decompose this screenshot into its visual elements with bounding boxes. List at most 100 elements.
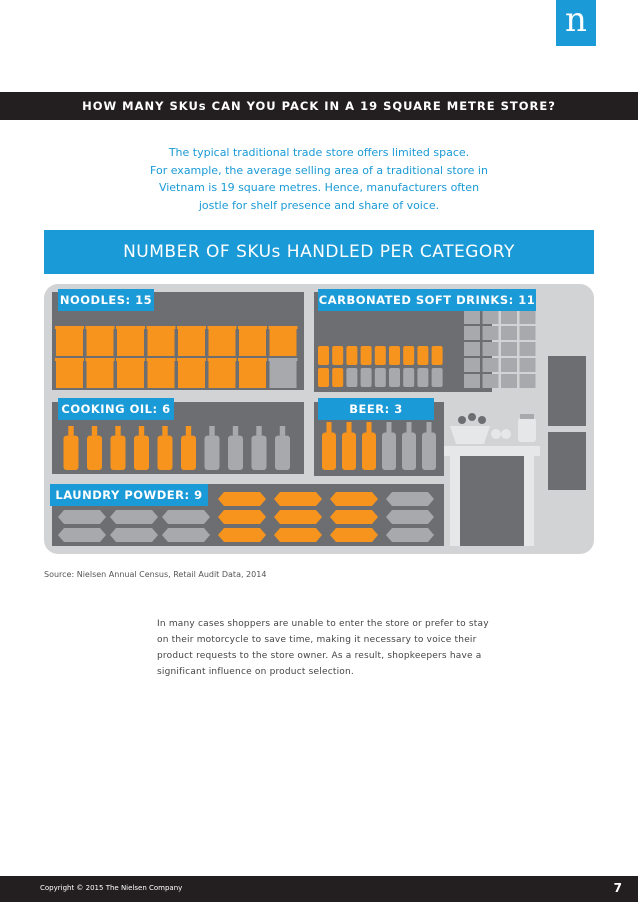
oil-bottle bbox=[87, 435, 102, 470]
intro-line: jostle for shelf presence and share of v… bbox=[198, 198, 440, 212]
crate bbox=[519, 326, 536, 340]
intro-line: For example, the average selling area of… bbox=[150, 163, 488, 177]
noodle-pack bbox=[56, 328, 83, 356]
store-illustration: NOODLES: 15 CARBONATED SOFT DRINKS: 11 C… bbox=[44, 284, 594, 554]
oil-bottle-neck bbox=[209, 426, 215, 436]
intro-text: The typical traditional trade store offe… bbox=[150, 144, 488, 214]
noodle-pack bbox=[239, 328, 266, 356]
noodle-pack-rim bbox=[268, 326, 298, 329]
noodle-pack bbox=[56, 360, 83, 388]
basket-item bbox=[501, 429, 511, 439]
oil-bottle bbox=[63, 435, 79, 470]
counter-top bbox=[444, 446, 540, 456]
noodle-pack bbox=[208, 360, 236, 388]
crate bbox=[501, 310, 517, 324]
oil-bottle-neck bbox=[138, 426, 145, 436]
laundry-bag bbox=[386, 492, 434, 506]
body-line: on their motorcycle to save time, making… bbox=[157, 635, 477, 645]
drink-can bbox=[346, 346, 358, 365]
noodle-pack bbox=[86, 360, 114, 388]
drink-can bbox=[332, 368, 344, 387]
drink-can bbox=[431, 368, 443, 387]
noodle-pack-rim bbox=[85, 358, 115, 361]
wall-panel bbox=[548, 432, 586, 490]
oil-bottle-neck bbox=[256, 426, 262, 436]
noodle-pack-rim bbox=[177, 358, 206, 361]
category-label-laundry-powder: LAUNDRY POWDER: 9 bbox=[50, 484, 208, 506]
beer-bottle bbox=[422, 432, 436, 470]
beer-bottle bbox=[322, 432, 336, 470]
shelf-divider bbox=[52, 390, 304, 398]
noodle-pack bbox=[147, 360, 175, 388]
laundry-bag bbox=[218, 528, 266, 542]
noodle-pack bbox=[117, 328, 144, 356]
crate bbox=[482, 358, 499, 372]
crate bbox=[482, 374, 499, 388]
source-note: Source: Nielsen Annual Census, Retail Au… bbox=[44, 570, 267, 579]
crate bbox=[501, 358, 517, 372]
laundry-bag bbox=[274, 528, 322, 542]
noodle-pack-rim bbox=[238, 326, 267, 329]
laundry-bag bbox=[58, 528, 106, 542]
jar bbox=[518, 418, 536, 442]
noodle-pack-rim bbox=[207, 326, 237, 329]
oil-bottle bbox=[251, 435, 267, 470]
drink-can bbox=[417, 346, 429, 365]
noodle-pack-rim bbox=[55, 326, 84, 329]
crate bbox=[501, 374, 517, 388]
noodle-pack bbox=[208, 328, 236, 356]
beer-bottle-neck bbox=[366, 422, 372, 433]
oil-bottle bbox=[228, 435, 243, 470]
body-text: In many cases shoppers are unable to ent… bbox=[157, 616, 497, 680]
drink-can bbox=[318, 368, 329, 387]
laundry-bag bbox=[110, 528, 158, 542]
beer-bottle-neck bbox=[406, 422, 412, 433]
footer: Copyright © 2015 The Nielsen Company 7 bbox=[0, 876, 638, 902]
noodle-pack-rim bbox=[85, 326, 115, 329]
laundry-bag bbox=[218, 510, 266, 524]
laundry-bag bbox=[330, 510, 378, 524]
drink-can bbox=[332, 346, 344, 365]
crate bbox=[464, 310, 480, 324]
intro-line: Vietnam is 19 square metres. Hence, manu… bbox=[158, 181, 480, 194]
drink-can bbox=[389, 368, 400, 387]
beer-bottle-neck bbox=[346, 422, 352, 433]
drink-can bbox=[360, 346, 372, 365]
page-title: HOW MANY SKUs CAN YOU PACK IN A 19 SQUAR… bbox=[0, 92, 638, 120]
noodle-pack bbox=[178, 360, 205, 388]
noodle-pack bbox=[178, 328, 205, 356]
beer-bottle bbox=[362, 432, 376, 470]
jar-lid bbox=[520, 414, 534, 419]
noodle-pack bbox=[147, 328, 175, 356]
noodle-pack-rim bbox=[116, 358, 145, 361]
crate bbox=[464, 342, 480, 356]
beer-bottle-neck bbox=[386, 422, 392, 433]
shelf-divider bbox=[52, 474, 444, 482]
laundry-bag bbox=[274, 510, 322, 524]
category-label-soft-drinks: CARBONATED SOFT DRINKS: 11 bbox=[318, 289, 536, 311]
basket-item bbox=[468, 413, 476, 421]
noodle-pack-rim bbox=[268, 358, 298, 361]
drink-can bbox=[374, 368, 386, 387]
crate bbox=[482, 310, 499, 324]
laundry-bag bbox=[274, 492, 322, 506]
noodle-pack bbox=[269, 328, 297, 356]
oil-bottle bbox=[204, 435, 220, 470]
drink-can bbox=[417, 368, 429, 387]
body-line: In many cases shoppers are unable to ent… bbox=[157, 619, 489, 629]
oil-bottle-neck bbox=[162, 426, 168, 436]
oil-bottle bbox=[157, 435, 173, 470]
counter-leg bbox=[524, 456, 534, 546]
crate bbox=[464, 358, 480, 372]
oil-bottle bbox=[110, 435, 126, 470]
body-line: product requests to the store owner. As … bbox=[157, 651, 482, 661]
laundry-bag bbox=[330, 492, 378, 506]
oil-bottle bbox=[181, 435, 196, 470]
noodle-pack-rim bbox=[207, 358, 237, 361]
drink-can bbox=[403, 368, 415, 387]
crate bbox=[482, 326, 499, 340]
basket-item bbox=[491, 429, 501, 439]
page-number: 7 bbox=[613, 881, 622, 895]
oil-bottle-neck bbox=[68, 426, 74, 436]
noodle-pack-rim bbox=[55, 358, 84, 361]
